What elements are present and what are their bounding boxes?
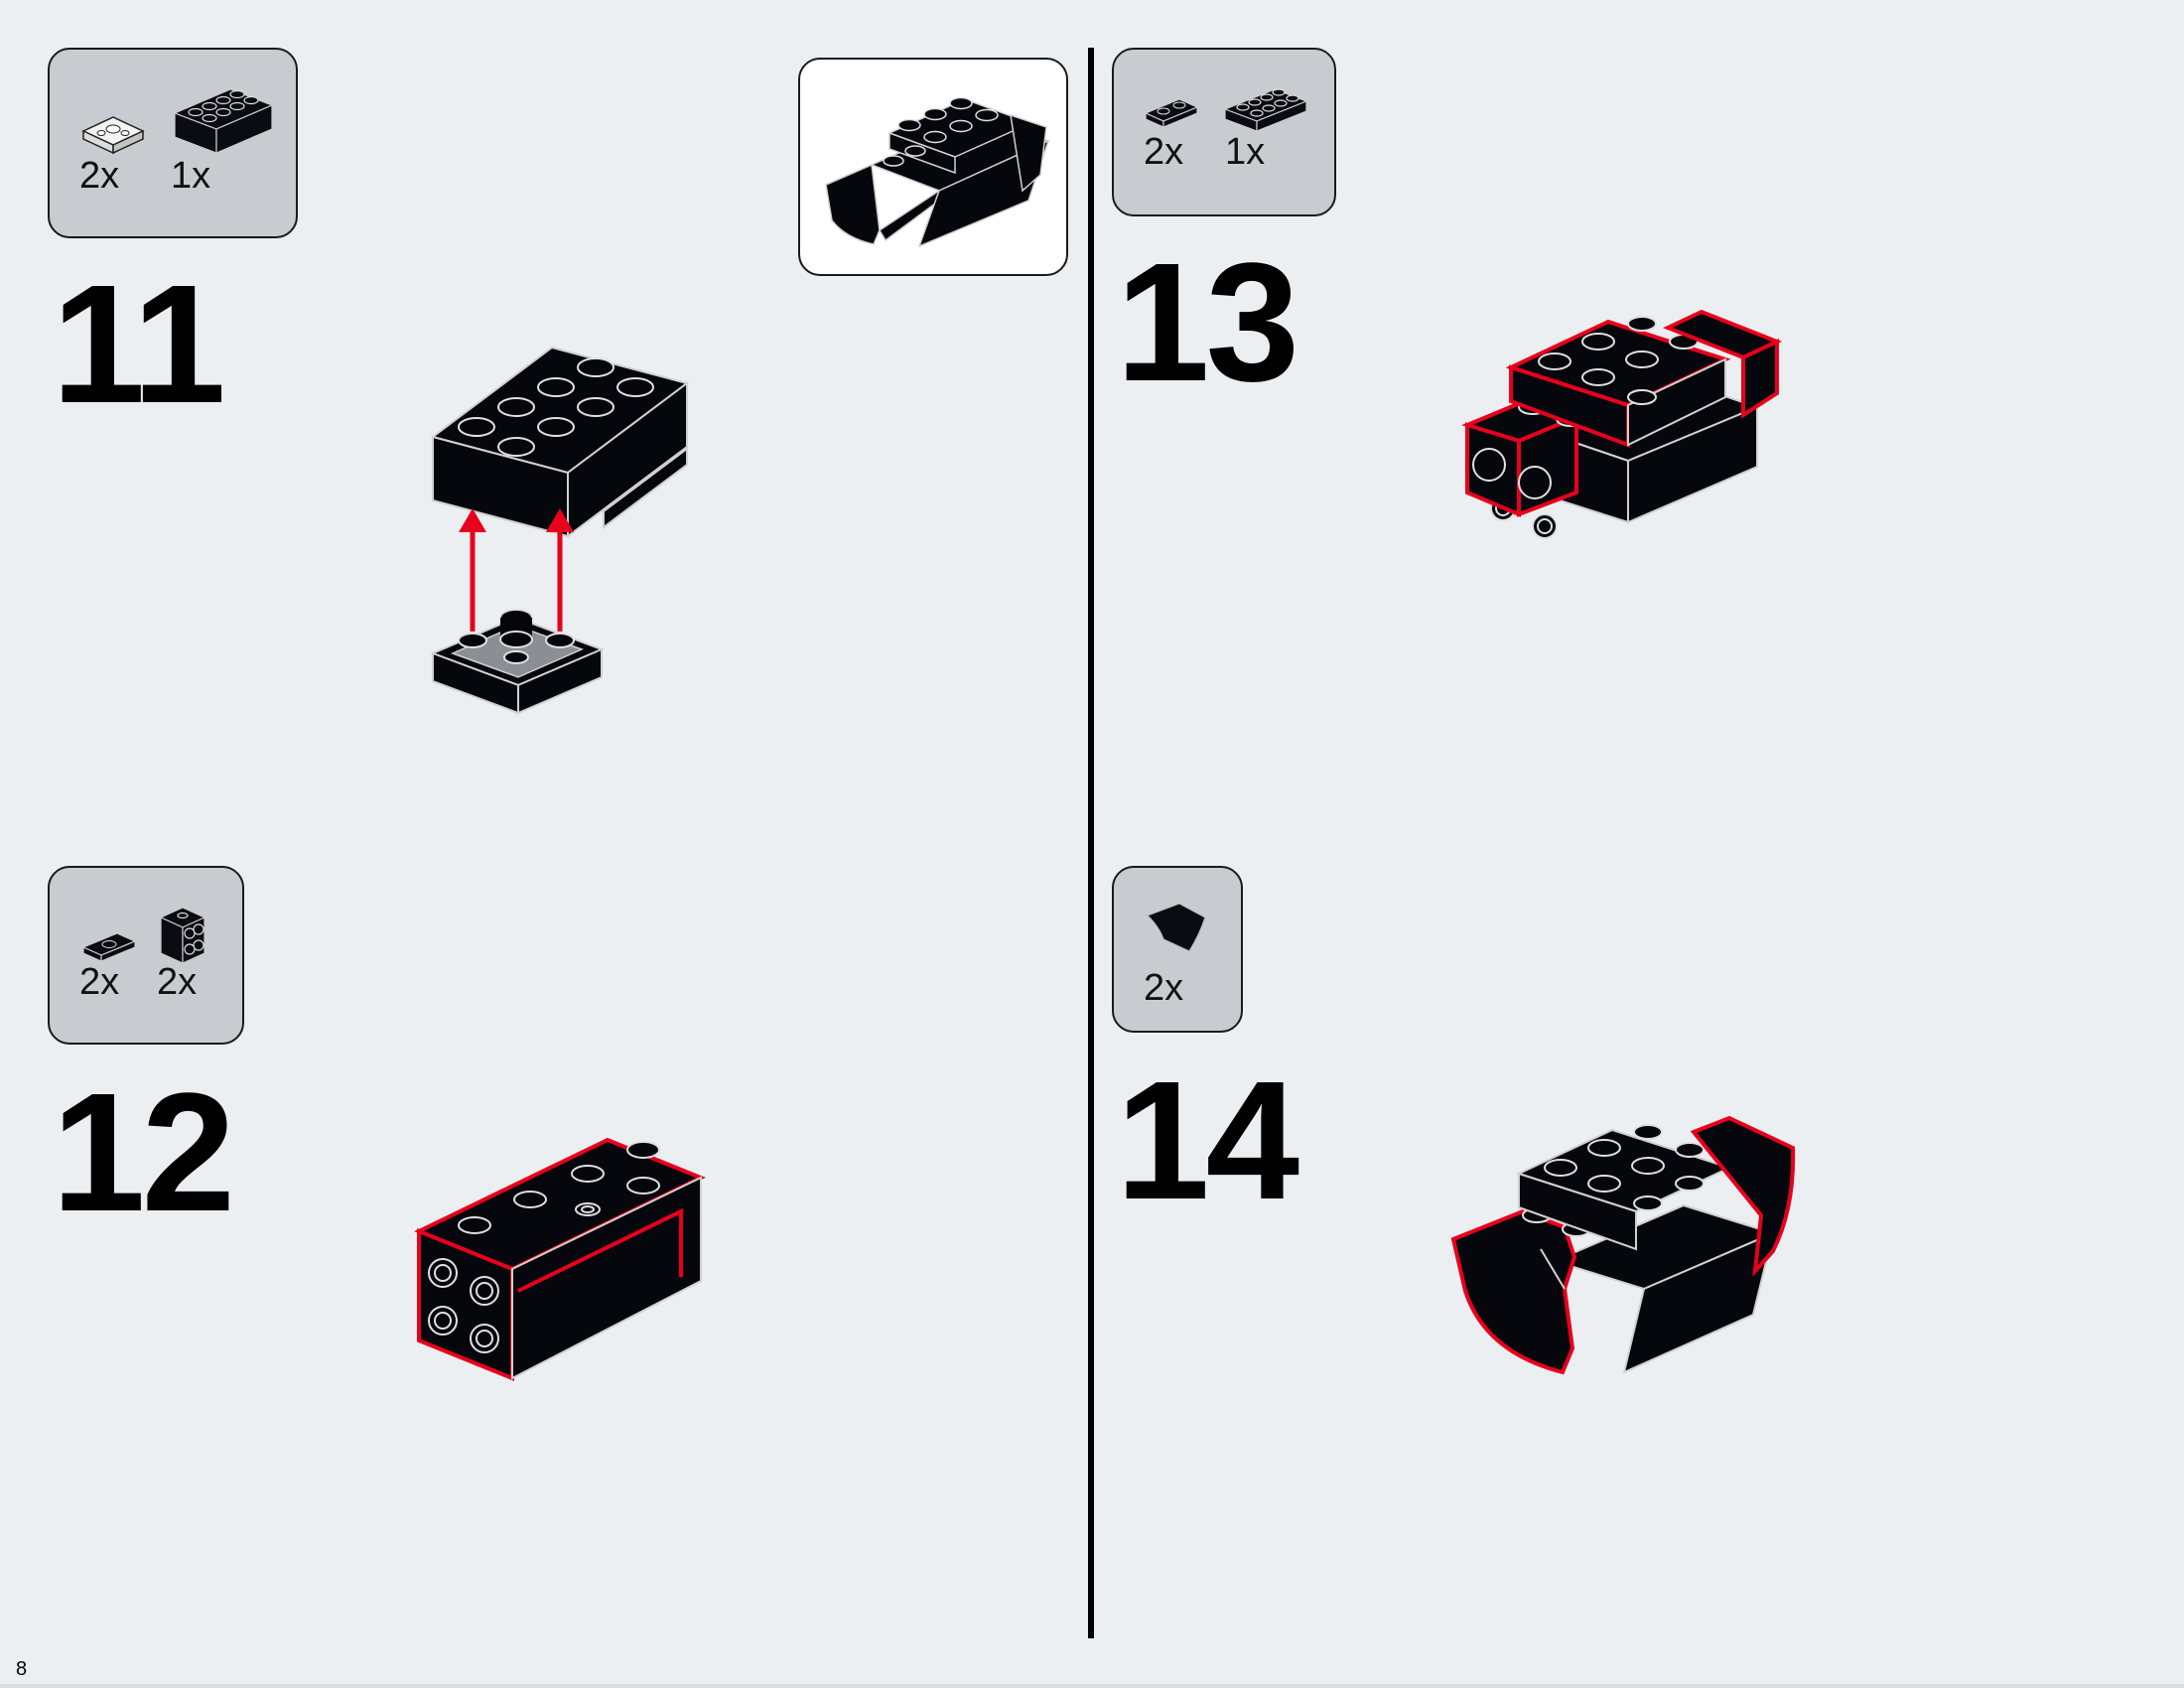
parts-box-step-13: 2x 1x [1112,48,1336,216]
parts-box-step-14: 2x [1112,866,1243,1033]
step-14-assembly-illustration [1450,1115,1796,1375]
callout-current-model [798,58,1068,276]
bracket-2x2-icon [159,907,206,964]
part-quantity: 1x [1225,131,1266,173]
part-quantity: 2x [1144,967,1184,1009]
plate-2x4-icon [1223,88,1308,132]
part-quantity: 2x [157,961,198,1003]
plate-1x2-jumper-icon [81,932,137,962]
step-number: 12 [52,1058,235,1247]
callout-model-illustration [825,96,1051,248]
page-divider [1088,48,1094,1638]
part-quantity: 1x [171,155,211,197]
plate-1x2-icon [1144,98,1199,128]
page-number: 8 [16,1658,28,1680]
curved-slope-2x2-icon [1146,903,1206,952]
parts-box-step-12: 2x 2x [48,866,244,1045]
step-13-assembly-illustration [1461,309,1783,539]
bottom-edge-bar [0,1684,2184,1688]
parts-box-step-11: 2x 1x [48,48,298,238]
part-quantity: 2x [79,961,120,1003]
plate-2x2-round-center-icon [81,116,145,155]
step-number: 11 [52,250,226,439]
step-11-assembly-illustration [430,346,690,715]
step-number: 13 [1116,228,1299,417]
part-quantity: 2x [1144,131,1184,173]
step-12-assembly-illustration [414,1137,706,1381]
brick-2x4-icon [173,88,274,154]
step-number: 14 [1116,1047,1299,1235]
part-quantity: 2x [79,155,120,197]
